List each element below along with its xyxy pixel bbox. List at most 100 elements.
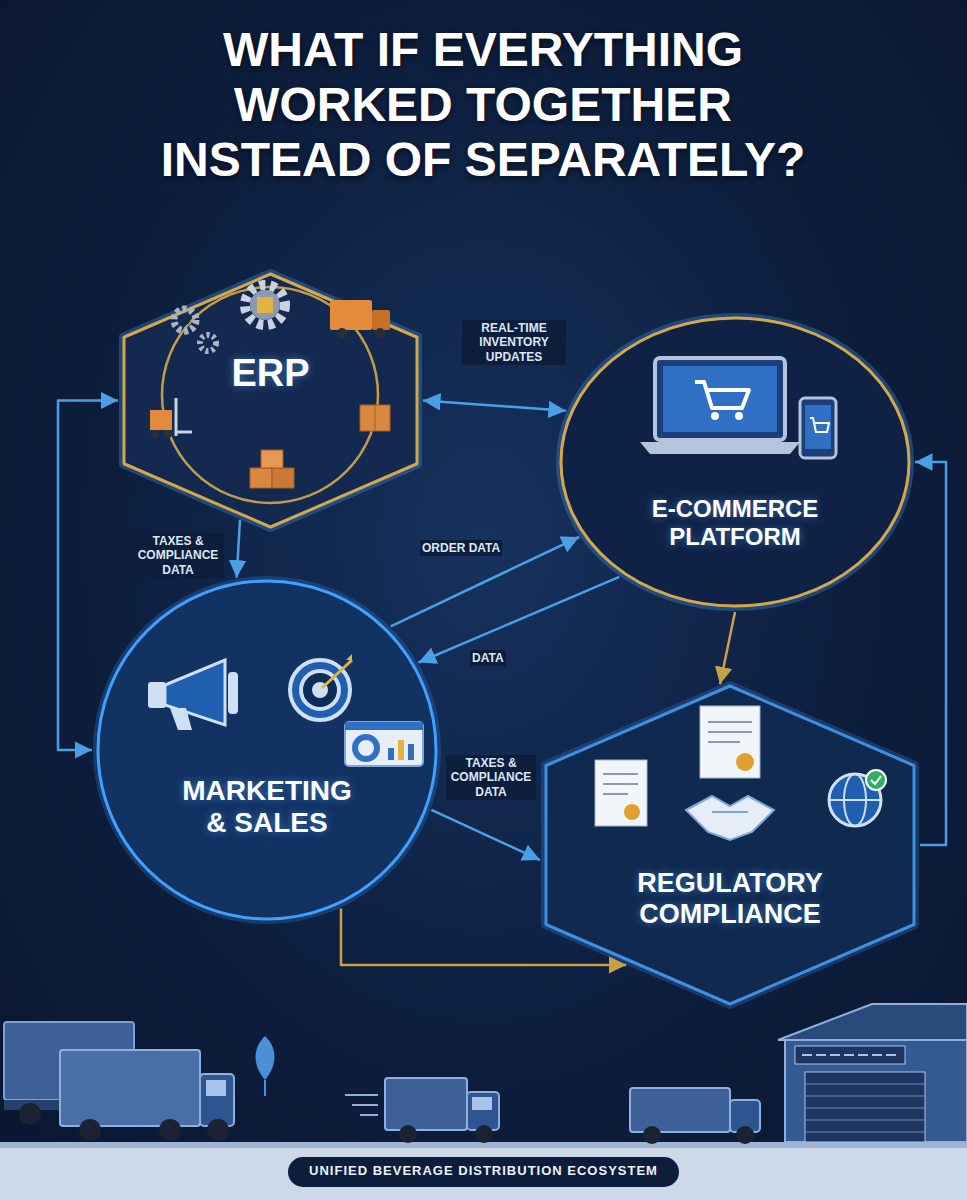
- node-label: REGULATORY COMPLIANCE: [605, 868, 855, 930]
- logistics-scene-part: [785, 1040, 967, 1142]
- flow-connector: [720, 612, 735, 684]
- marketing-icons-part: [388, 748, 394, 760]
- erp-icons-part: [250, 468, 272, 488]
- logistics-scene-part: [385, 1078, 467, 1130]
- logistics-scene-part: [736, 1126, 754, 1144]
- erp-icons: [150, 285, 390, 503]
- logistics-scene-part: [0, 1142, 967, 1148]
- diagram-caption: UNIFIED BEVERAGE DISTRIBUTION ECOSYSTEM: [0, 1163, 967, 1179]
- flow-connector: [58, 401, 118, 751]
- logistics-scene-part: [730, 1100, 760, 1132]
- logistics-scene-part: [19, 1103, 41, 1125]
- department-circle-outline: [92, 575, 442, 925]
- marketing-icons-part: [301, 671, 339, 709]
- logistics-scene-part: [630, 1088, 730, 1132]
- regulatory-icons-part: [712, 811, 748, 813]
- erp-icons-part: [375, 328, 385, 338]
- regulatory-icons-part: [871, 776, 881, 784]
- ecommerce-icons-part: [800, 398, 836, 458]
- regulatory-icons-part: [603, 793, 628, 795]
- platform-circle-outline: [555, 312, 915, 612]
- logistics-scene-part: [264, 1080, 266, 1096]
- marketing-icons-part: [165, 660, 225, 725]
- logistics-scene-part: [472, 1097, 492, 1110]
- regulatory-icons-part: [708, 731, 752, 733]
- logistics-scene-part: [805, 1072, 925, 1142]
- regulatory-icons-part: [829, 774, 881, 826]
- logistics-scene-part: [643, 1126, 661, 1144]
- regulatory-icons-part: [708, 721, 752, 723]
- flow-connector: [423, 401, 566, 411]
- logistics-scene: [0, 1004, 967, 1200]
- erp-icons-part: [372, 310, 390, 330]
- outline: [546, 686, 914, 1004]
- erp-icons-part: [151, 430, 159, 438]
- connector-label: TAXES & COMPLIANCE DATA: [446, 755, 536, 800]
- marketing-icons-part: [322, 660, 352, 688]
- logistics-scene-part: [778, 1004, 967, 1040]
- flow-connector: [431, 810, 540, 860]
- marketing-icons-part: [228, 672, 238, 714]
- logistics-scene-part: [475, 1125, 493, 1143]
- erp-icons-part: [245, 285, 285, 325]
- logistics-scene-part: [256, 1036, 275, 1080]
- marketing-icons-part: [345, 722, 423, 766]
- connector-label: DATA: [470, 650, 506, 666]
- flow-connector: [419, 577, 620, 663]
- erp-icons-part: [250, 290, 280, 320]
- flow-connector: [237, 520, 240, 578]
- marketing-icons-part: [355, 737, 377, 759]
- logistics-scene-part: [805, 1120, 925, 1121]
- marketing-icons: [148, 654, 423, 766]
- ecommerce-icons-part: [640, 442, 800, 454]
- erp-icons-part: [360, 405, 390, 431]
- erp-icons-part: [261, 450, 283, 468]
- erp-icons-part: [162, 287, 378, 503]
- logistics-scene-part: [0, 1148, 967, 1200]
- marketing-icons-part: [312, 682, 328, 698]
- logistics-scene-part: [207, 1119, 229, 1141]
- logistics-scene-part: [159, 1119, 181, 1141]
- logistics-scene-part: [352, 1104, 378, 1106]
- node-label: E-COMMERCE PLATFORM: [625, 495, 845, 550]
- erp-icons-part: [175, 398, 178, 436]
- connector-label: ORDER DATA: [420, 540, 502, 556]
- process-hexagon-outline: [540, 680, 920, 1010]
- erp-icons-part: [330, 300, 372, 330]
- node-label: MARKETING & SALES: [175, 775, 360, 839]
- erp-icons-part: [174, 309, 196, 331]
- regulatory-icons-part: [829, 799, 881, 801]
- process-hexagon: REGULATORY COMPLIANCE: [540, 680, 920, 1010]
- regulatory-icons-part: [844, 774, 866, 826]
- regulatory-icons-part: [708, 741, 740, 743]
- marketing-icons-part: [408, 744, 414, 760]
- diagram-title: WHAT IF EVERYTHING WORKED TOGETHER INSTE…: [127, 22, 839, 188]
- connector-label: REAL-TIME INVENTORY UPDATES: [462, 320, 566, 365]
- connector-label: TAXES & COMPLIANCE DATA: [132, 533, 224, 578]
- outline: [561, 318, 909, 606]
- erp-icons-part: [180, 315, 190, 325]
- glow: [98, 581, 436, 919]
- regulatory-icons-part: [866, 770, 886, 790]
- platform-circle: E-COMMERCE PLATFORM: [555, 312, 915, 612]
- logistics-scene-part: [805, 1096, 925, 1097]
- flow-connector: [341, 909, 626, 965]
- erp-icons-part: [164, 430, 172, 438]
- outline: [124, 274, 417, 527]
- flow-connector: [391, 537, 579, 626]
- logistics-scene-part: [467, 1092, 499, 1130]
- node-label: ERP: [231, 352, 309, 396]
- erp-icons-part: [375, 405, 376, 431]
- regulatory-icons-part: [736, 753, 754, 771]
- marketing-icons-part: [148, 682, 166, 708]
- marketing-icons-part: [170, 708, 192, 730]
- department-circle: MARKETING & SALES: [92, 575, 442, 925]
- glow: [124, 274, 417, 527]
- ecommerce-icons-part: [695, 382, 749, 408]
- outline: [98, 581, 436, 919]
- glow: [546, 686, 914, 1004]
- logistics-scene-part: [345, 1094, 378, 1096]
- logistics-scene-part: [805, 1084, 925, 1085]
- regulatory-icons-part: [686, 796, 774, 840]
